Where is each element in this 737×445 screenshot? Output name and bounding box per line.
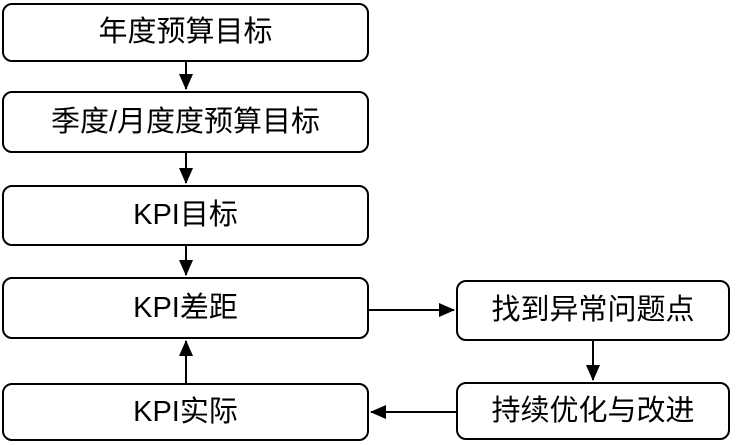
node-kpi-actual: KPI实际 <box>2 383 369 441</box>
node-kpi-gap: KPI差距 <box>2 277 369 339</box>
node-annual-budget-target: 年度预算目标 <box>2 3 369 62</box>
node-quarterly-monthly-budget-target: 季度/月度度预算目标 <box>2 91 369 153</box>
node-kpi-target: KPI目标 <box>2 185 369 246</box>
node-find-abnormal-issue-point: 找到异常问题点 <box>456 280 730 341</box>
node-continuous-optimization-improvement: 持续优化与改进 <box>456 382 730 440</box>
